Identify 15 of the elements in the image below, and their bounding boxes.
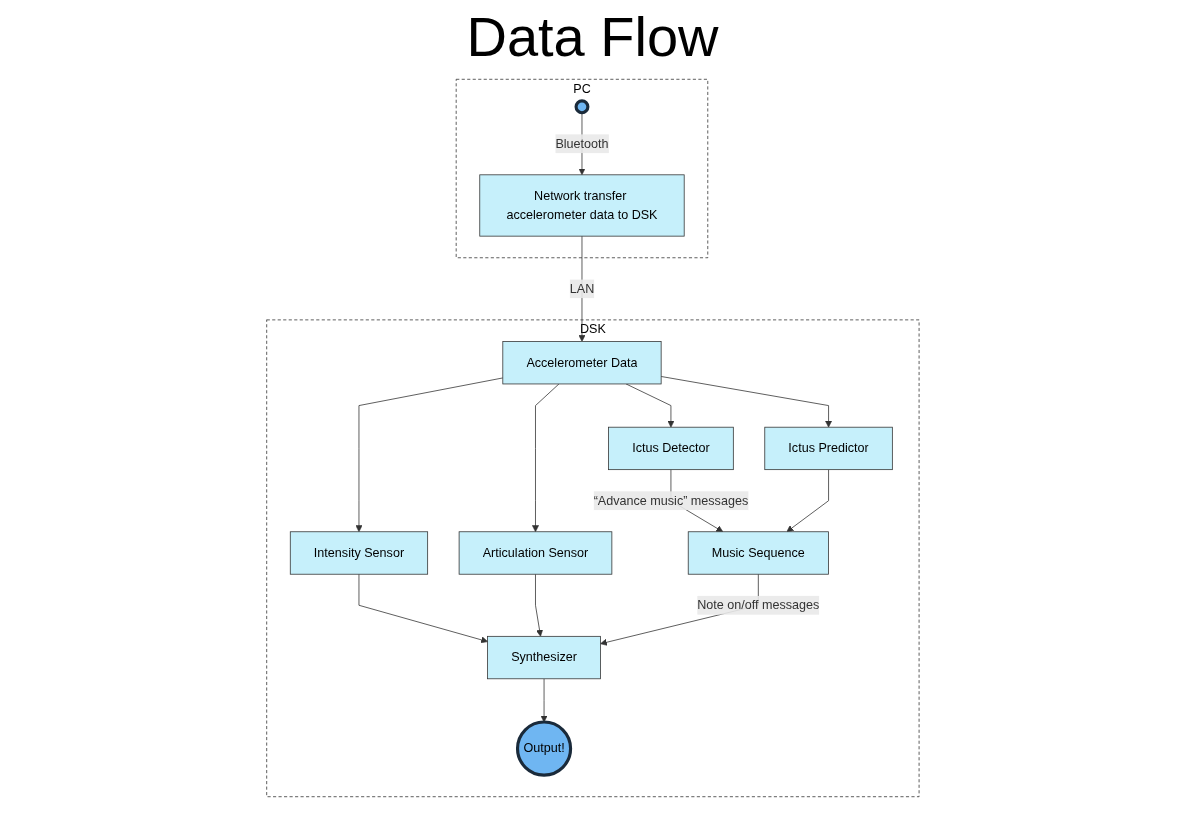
- diagram-title: Data Flow: [465, 4, 720, 69]
- node-box: Intensity Sensor: [289, 531, 428, 575]
- edge-label: Bluetooth: [555, 136, 609, 151]
- node-box: Music Sequence: [687, 531, 829, 575]
- node-box: Synthesizer: [486, 635, 601, 680]
- node-box: Ictus Detector: [607, 426, 734, 471]
- node-box: Network transfer accelerometer data to DSK: [479, 174, 685, 237]
- edge-label: Note on/off messages: [696, 598, 819, 612]
- edge-label: “Advance music” messages: [593, 493, 748, 507]
- node-box: Accelerometer Data: [502, 341, 662, 385]
- edge-label: LAN: [569, 281, 594, 296]
- node-box: Ictus Predictor: [764, 426, 893, 471]
- node-box: Articulation Sensor: [458, 531, 612, 575]
- node-circle: Output!: [515, 720, 572, 777]
- node-circle: [574, 99, 590, 115]
